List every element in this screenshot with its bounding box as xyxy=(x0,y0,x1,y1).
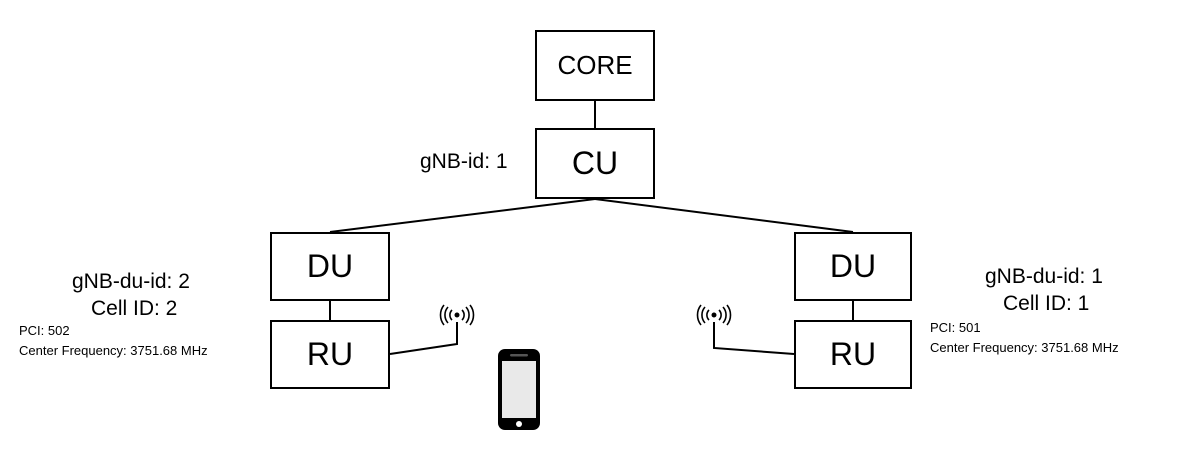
link-ru-antenna-left xyxy=(389,322,458,355)
cu-node: CU xyxy=(535,128,655,199)
pci-left: PCI: 502 xyxy=(19,323,70,338)
smartphone-icon xyxy=(498,349,540,430)
du-node-right: DU xyxy=(794,232,912,301)
cu-label: CU xyxy=(571,145,619,181)
du-right-label: DU xyxy=(829,248,877,284)
gnb-id-label: gNB-id: 1 xyxy=(420,150,508,173)
link-ru-antenna-right xyxy=(713,322,795,355)
center-frequency-left: Center Frequency: 3751.68 MHz xyxy=(19,343,208,358)
core-label: CORE xyxy=(557,50,633,80)
ru-node-left: RU xyxy=(270,320,390,389)
du-node-left: DU xyxy=(270,232,390,301)
gnb-du-id-left: gNB-du-id: 2 xyxy=(72,270,190,293)
antenna-icon xyxy=(696,304,732,326)
ru-right-label: RU xyxy=(829,336,877,372)
center-frequency-right: Center Frequency: 3751.68 MHz xyxy=(930,340,1119,355)
cell-id-left: Cell ID: 2 xyxy=(91,297,178,320)
antenna-icon xyxy=(439,304,475,326)
core-node: CORE xyxy=(535,30,655,101)
cell-id-right: Cell ID: 1 xyxy=(1003,292,1090,315)
du-left-label: DU xyxy=(306,248,354,284)
ru-left-label: RU xyxy=(306,336,354,372)
pci-right: PCI: 501 xyxy=(930,320,981,335)
ru-node-right: RU xyxy=(794,320,912,389)
link-cu-du-left xyxy=(329,198,596,233)
link-cu-du-right xyxy=(594,198,854,233)
gnb-du-id-right: gNB-du-id: 1 xyxy=(985,265,1103,288)
